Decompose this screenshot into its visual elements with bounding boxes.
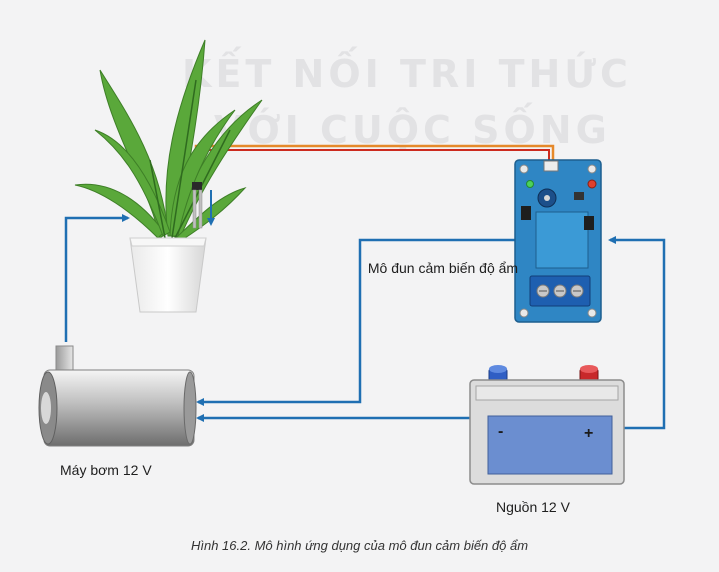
arrow-battery-to-module bbox=[608, 236, 666, 430]
watermark-line-1: KẾT NỐI TRI THỨC bbox=[182, 52, 632, 96]
figure-caption: Hình 16.2. Mô hình ứng dụng của mô đun c… bbox=[190, 538, 529, 553]
moisture-probe-icon bbox=[192, 182, 215, 229]
sensor-wires bbox=[194, 144, 555, 182]
plant-pot-rim bbox=[129, 237, 207, 247]
watermark-line-2: VỚI CUỘC SỐNG bbox=[214, 108, 611, 152]
battery-plus-sign: + bbox=[584, 425, 593, 442]
plant-stems bbox=[149, 79, 231, 239]
plant-pot bbox=[129, 237, 207, 313]
potted-plant-icon bbox=[74, 39, 263, 313]
pump-label: Máy bơm 12 V bbox=[60, 462, 152, 478]
arrow-pump-to-plant bbox=[64, 214, 130, 342]
relay-module-icon bbox=[514, 159, 602, 323]
module-label: Mô đun cảm biến độ ẩm bbox=[367, 260, 519, 276]
arrow-module-to-pump bbox=[196, 238, 518, 406]
plant-leaves bbox=[74, 39, 263, 241]
battery-label: Nguồn 12 V bbox=[496, 499, 570, 515]
water-pump-icon bbox=[38, 345, 197, 447]
battery-minus-sign: - bbox=[498, 423, 503, 440]
battery-icon: - + bbox=[469, 365, 625, 485]
